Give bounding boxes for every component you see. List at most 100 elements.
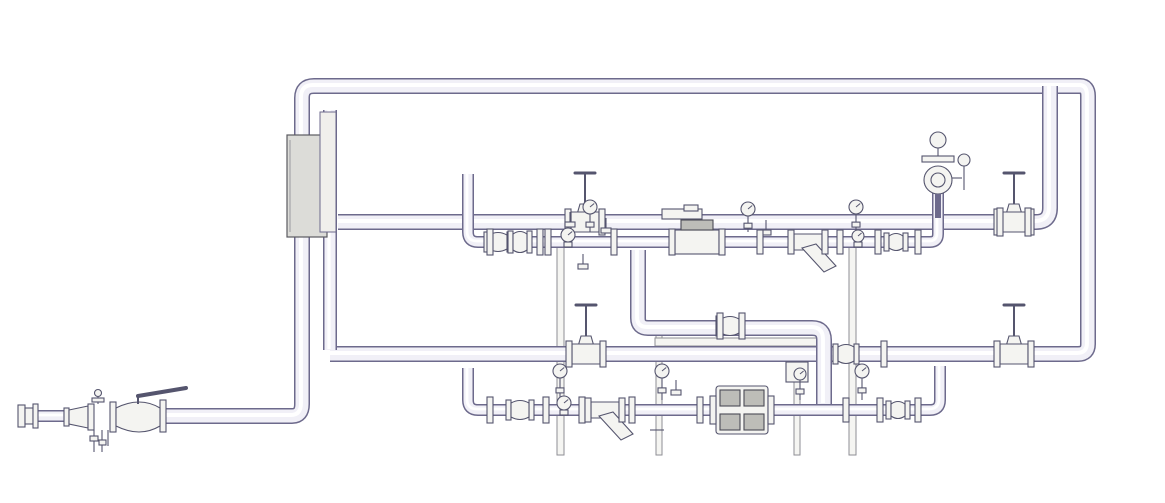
pressure-gauge bbox=[848, 199, 864, 232]
meter-head bbox=[680, 219, 714, 231]
check-valve bbox=[507, 230, 533, 254]
flange bbox=[904, 400, 911, 420]
reducer bbox=[68, 405, 89, 429]
pressure-gauge bbox=[654, 363, 670, 400]
flange bbox=[738, 312, 746, 340]
gauge-dial bbox=[929, 131, 947, 149]
pressure-gauge bbox=[851, 229, 865, 248]
flange bbox=[628, 396, 636, 424]
pressure-gauge bbox=[552, 363, 568, 400]
flange bbox=[767, 395, 775, 425]
gauge-valve bbox=[585, 221, 595, 228]
valve-body bbox=[837, 343, 855, 365]
valve-body bbox=[571, 343, 601, 365]
gauge-needle bbox=[567, 231, 573, 236]
flange bbox=[159, 399, 167, 433]
flange bbox=[993, 340, 1001, 368]
flange bbox=[832, 343, 839, 365]
flange bbox=[599, 340, 607, 368]
pump[interactable] bbox=[709, 385, 775, 435]
pump-motor bbox=[719, 413, 741, 431]
flange bbox=[787, 229, 795, 255]
gauge-valve bbox=[851, 221, 861, 228]
reducer-flange bbox=[63, 407, 70, 427]
inline-valve bbox=[883, 232, 909, 252]
ball-valve bbox=[115, 401, 161, 433]
flange bbox=[716, 312, 724, 340]
strainer bbox=[584, 397, 634, 441]
pump-motor bbox=[743, 389, 765, 407]
gauge-needle bbox=[661, 367, 667, 372]
flange bbox=[836, 229, 844, 255]
valve-body bbox=[512, 230, 528, 254]
flange bbox=[565, 340, 573, 368]
flange bbox=[618, 397, 626, 423]
flange bbox=[821, 229, 829, 255]
flange bbox=[696, 396, 704, 424]
flange bbox=[668, 228, 676, 256]
flange bbox=[486, 396, 494, 424]
flange bbox=[584, 397, 592, 423]
inline-valve bbox=[885, 400, 911, 420]
gauge-valve bbox=[853, 241, 863, 248]
pump-motor bbox=[719, 389, 741, 407]
gauge-valve bbox=[555, 387, 565, 394]
pipe-highlight bbox=[165, 83, 1089, 417]
gauge-valve bbox=[743, 222, 753, 229]
flange bbox=[885, 400, 892, 420]
flange bbox=[87, 403, 95, 431]
strainer-basket bbox=[597, 411, 634, 441]
ball-valve-handle[interactable] bbox=[136, 386, 188, 398]
inlet-flange bbox=[32, 403, 39, 429]
gate-valve[interactable] bbox=[565, 303, 607, 368]
regulator-cap bbox=[921, 155, 955, 163]
flange bbox=[610, 228, 618, 256]
control-box bbox=[661, 208, 703, 220]
flange bbox=[718, 228, 726, 256]
gauge-needle bbox=[861, 367, 867, 372]
fitting bbox=[577, 254, 589, 270]
inline-valve bbox=[505, 399, 535, 421]
flange bbox=[914, 229, 922, 255]
valve-body bbox=[999, 343, 1029, 365]
flange bbox=[996, 207, 1004, 237]
flange bbox=[883, 232, 890, 252]
pressure-gauge bbox=[854, 363, 870, 400]
flow-meter bbox=[668, 219, 726, 256]
flange bbox=[598, 208, 606, 236]
pressure-regulator bbox=[921, 131, 971, 218]
flange bbox=[1027, 340, 1035, 368]
inlet-assembly bbox=[17, 386, 188, 452]
gauge-dial bbox=[957, 153, 971, 167]
pressure-gauge bbox=[793, 367, 807, 400]
fitting bbox=[564, 212, 576, 228]
flange bbox=[914, 397, 922, 423]
gate-valve[interactable] bbox=[993, 303, 1035, 368]
flange bbox=[709, 395, 717, 425]
inlet-flange bbox=[24, 407, 34, 425]
flange bbox=[528, 399, 535, 421]
main-loop-pipe bbox=[165, 78, 1096, 424]
gauge-needle bbox=[563, 399, 569, 404]
valve-body bbox=[720, 315, 740, 337]
strainer bbox=[787, 229, 837, 273]
flange bbox=[853, 343, 860, 365]
fitting bbox=[600, 218, 612, 234]
gauge-needle bbox=[855, 203, 861, 208]
flange bbox=[507, 230, 514, 254]
flange bbox=[874, 229, 882, 255]
gauge-valve bbox=[559, 409, 569, 416]
flange bbox=[486, 228, 494, 256]
flange bbox=[880, 340, 888, 368]
valve-body bbox=[888, 232, 904, 252]
fitting-valve bbox=[670, 389, 682, 396]
pressure-gauge bbox=[740, 201, 756, 232]
fitting-valve bbox=[564, 221, 576, 228]
gauge-needle bbox=[747, 205, 753, 210]
flange bbox=[876, 397, 884, 423]
flange bbox=[526, 230, 533, 254]
flange bbox=[756, 229, 764, 255]
gauge-valve bbox=[563, 241, 573, 248]
